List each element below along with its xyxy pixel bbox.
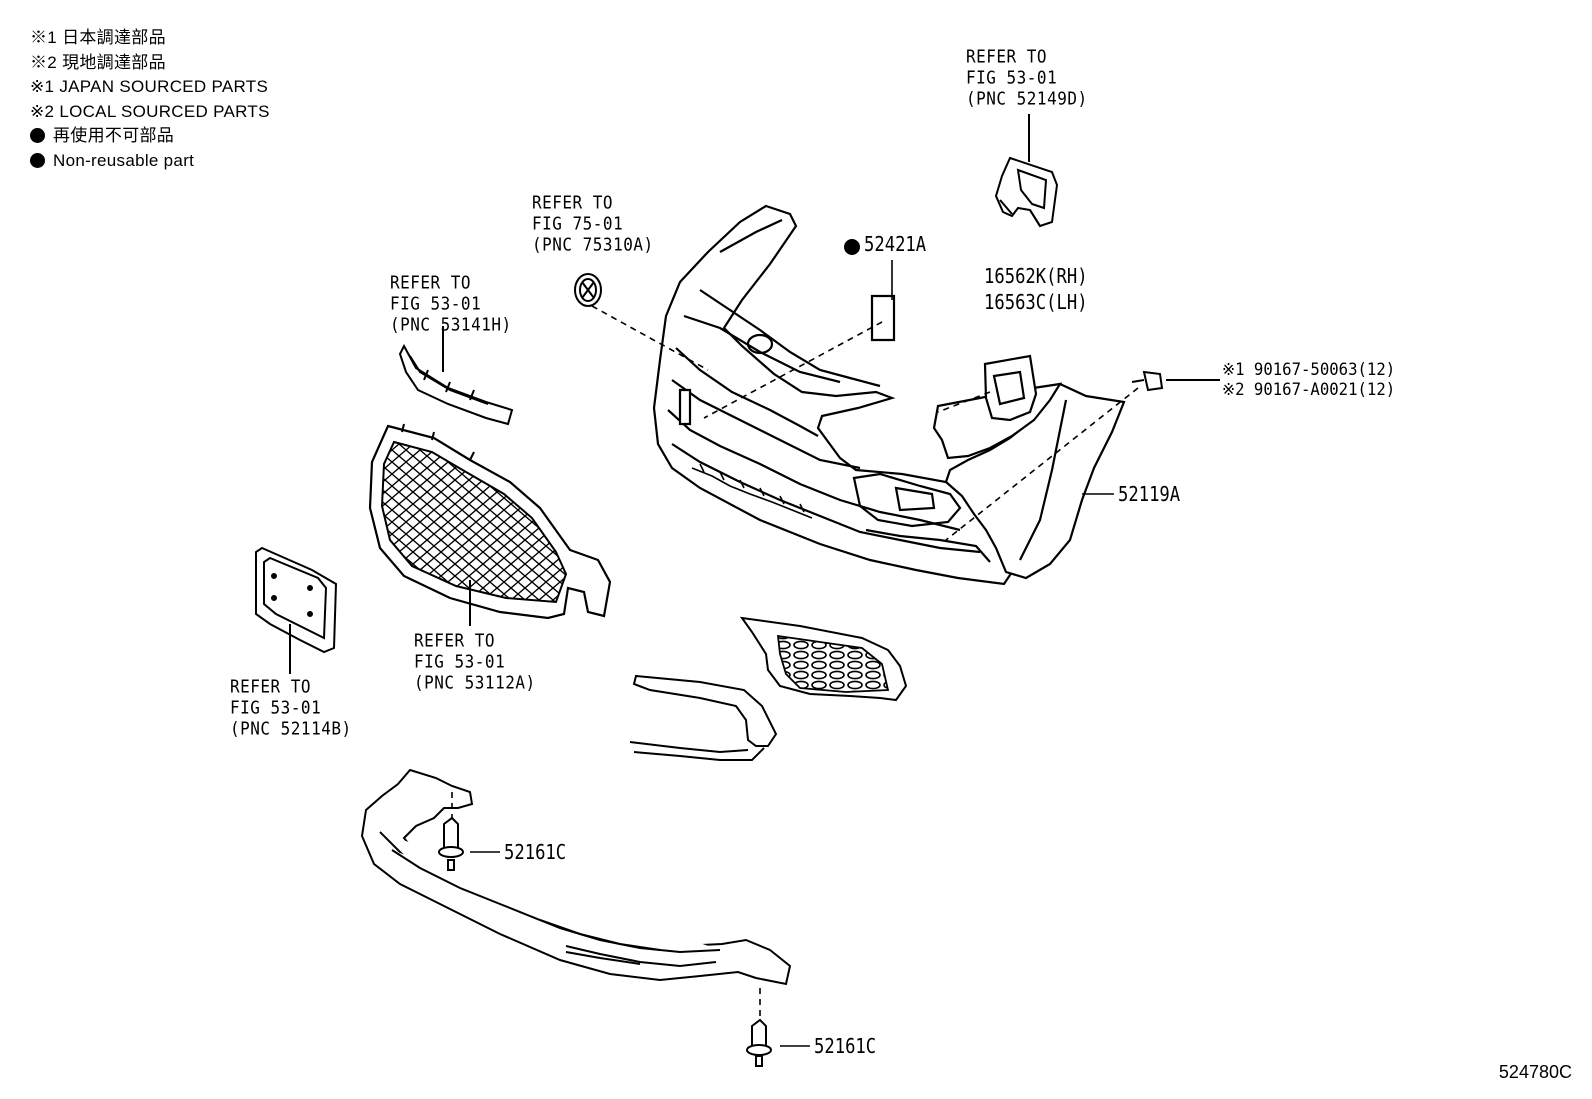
retainer-bracket-52149D bbox=[996, 114, 1057, 226]
legend-local-sourced-jp: ※2 現地調達部品 bbox=[30, 52, 166, 72]
fog-lamp-grille bbox=[742, 618, 906, 700]
part-52161C-upper[interactable]: 52161C bbox=[504, 840, 567, 864]
ref-53141H[interactable]: REFER TO FIG 53-01 (PNC 53141H) bbox=[390, 272, 512, 335]
emblem-75310A bbox=[575, 274, 601, 306]
legend-jp-sourced-en: ※1 JAPAN SOURCED PARTS bbox=[30, 77, 269, 96]
legend-non-reusable-en: Non-reusable part bbox=[30, 149, 270, 174]
ref-52114B[interactable]: REFER TO FIG 53-01 (PNC 52114B) bbox=[230, 676, 352, 739]
figure-id: 524780C bbox=[1498, 1062, 1572, 1082]
ref-52149D[interactable]: REFER TO FIG 53-01 (PNC 52149D) bbox=[966, 46, 1088, 109]
ref-75310A[interactable]: REFER TO FIG 75-01 (PNC 75310A) bbox=[532, 192, 654, 255]
part-90167-2[interactable]: ※2 90167-A0021(12) bbox=[1222, 380, 1396, 400]
fog-lamp-garnish bbox=[630, 676, 776, 760]
front-bumper-cover-52119A bbox=[654, 206, 1124, 584]
non-reusable-marker bbox=[844, 239, 860, 255]
radiator-grille-53112A bbox=[370, 424, 610, 626]
clip-52161C-upper bbox=[439, 818, 463, 870]
clip-52161C-lower bbox=[747, 1020, 771, 1066]
part-16562K[interactable]: 16562K(RH) bbox=[984, 264, 1088, 288]
lower-spoiler bbox=[362, 770, 790, 984]
bullet-icon bbox=[30, 128, 45, 143]
ref-53112A[interactable]: REFER TO FIG 53-01 (PNC 53112A) bbox=[414, 630, 536, 693]
part-16563C[interactable]: 16563C(LH) bbox=[984, 290, 1088, 314]
legend: ※1 日本調達部品 ※2 現地調達部品 ※1 JAPAN SOURCED PAR… bbox=[30, 26, 270, 173]
part-52161C-lower[interactable]: 52161C bbox=[814, 1034, 877, 1058]
part-52119A[interactable]: 52119A bbox=[1118, 482, 1181, 506]
legend-local-sourced-en: ※2 LOCAL SOURCED PARTS bbox=[30, 101, 270, 121]
legend-non-reusable-jp: 再使用不可部品 bbox=[30, 124, 270, 149]
legend-jp-sourced-jp: ※1 日本調達部品 bbox=[30, 28, 166, 47]
screw-90167 bbox=[1132, 372, 1220, 390]
grille-molding-53141H bbox=[400, 326, 512, 424]
license-plate-bracket-52114B bbox=[256, 548, 336, 674]
part-90167-1[interactable]: ※1 90167-50063(12) bbox=[1222, 360, 1396, 380]
part-52421A[interactable]: 52421A bbox=[864, 232, 927, 256]
dashed-lines bbox=[452, 306, 1138, 1020]
bullet-icon bbox=[30, 152, 45, 168]
leader-lines bbox=[470, 260, 1220, 1046]
